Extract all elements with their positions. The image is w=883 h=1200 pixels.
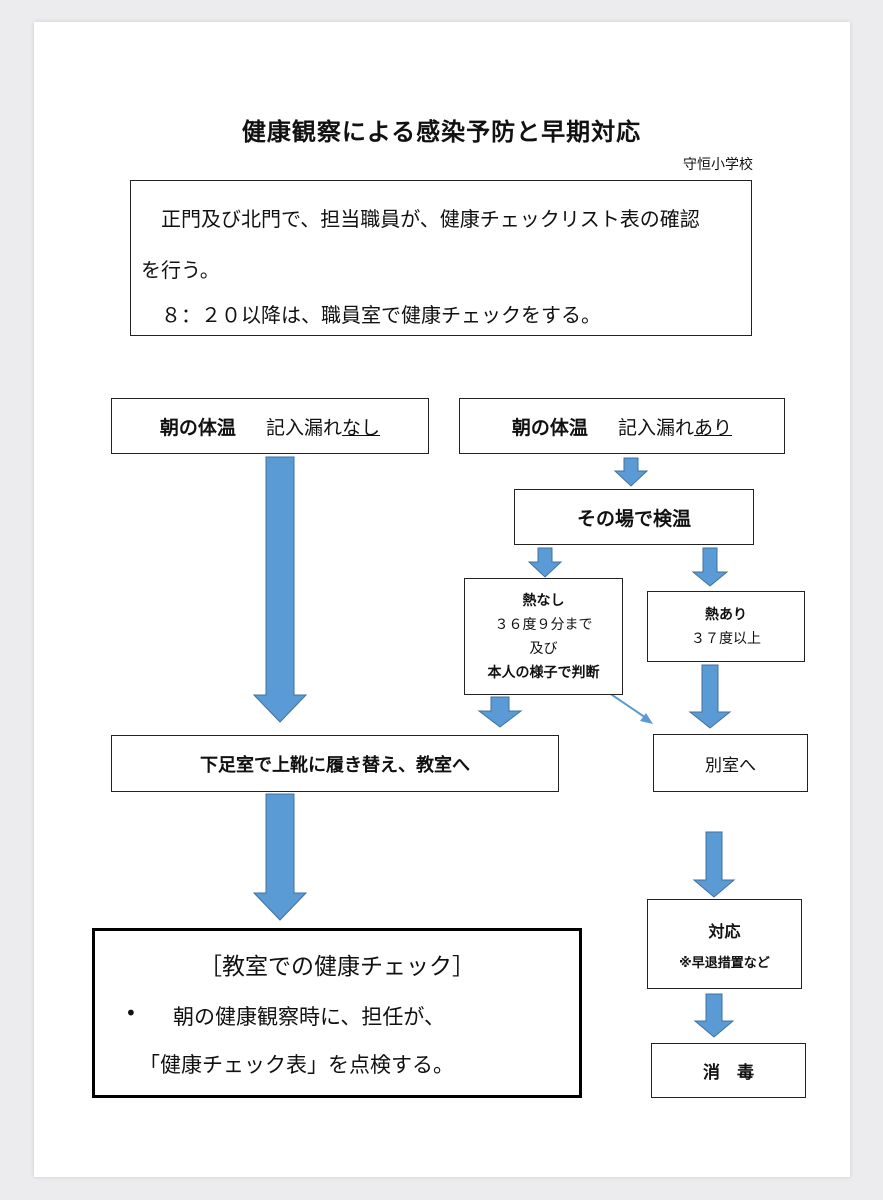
no-fever-title: 熱なし (522, 592, 565, 609)
no-fever-line3: 本人の様子で判断 (487, 664, 600, 681)
response-title: 対応 (708, 921, 741, 941)
box-classroom-check: ［教室での健康チェック］ • 朝の健康観察時に、担任が、 「健康チェック表」を点… (92, 928, 582, 1098)
box-no-fever: 熱なし ３６度９分まで 及び 本人の様子で判断 (464, 578, 623, 695)
box-temp-check: その場で検温 (514, 489, 754, 545)
response-note: ※早退措置など (679, 955, 770, 971)
left-top-sub: 記入漏れ (266, 416, 343, 439)
arrow-left-long (252, 456, 308, 723)
fever-title: 熱あり (705, 606, 747, 623)
arrow-left-second (252, 793, 308, 921)
arrow-room-down (692, 831, 736, 898)
right-top-flag: あり (694, 416, 733, 439)
intro-line-2: を行う。 (141, 258, 220, 282)
intro-line-1: 正門及び北門で、担当職員が、健康チェックリスト表の確認 (141, 207, 700, 231)
box-disinfect: 消 毒 (651, 1043, 806, 1098)
arrow-fever-down (688, 664, 732, 729)
box-fever: 熱あり ３７度以上 (647, 591, 805, 662)
box-temp-recorded: 朝の体温 記入漏れなし (111, 398, 429, 454)
right-top-sub: 記入漏れ (618, 416, 695, 439)
no-fever-line1: ３６度９分まで (494, 616, 593, 633)
box-response: 対応 ※早退措置など (647, 899, 802, 989)
classroom-check-heading: ［教室での健康チェック］ (199, 954, 475, 980)
classroom-check-bullet: • (125, 1001, 137, 1025)
right-top-label: 朝の体温 (511, 416, 588, 439)
document-title: 健康観察による感染予防と早期対応 (241, 118, 642, 146)
school-name: 守恒小学校 (683, 157, 753, 173)
left-top-flag: なし (342, 416, 381, 439)
arrow-to-fever (691, 547, 729, 587)
no-fever-line2: 及び (529, 640, 558, 657)
classroom-check-line2: 「健康チェック表」を点検する。 (139, 1053, 454, 1077)
left-top-label: 朝の体温 (159, 416, 236, 439)
box-change-shoes: 下足室で上靴に履き替え、教室へ (111, 735, 559, 792)
classroom-check-line1: 朝の健康観察時に、担任が、 (173, 1005, 445, 1029)
box-separate-room: 別室へ (653, 734, 808, 792)
intro-box: 正門及び北門で、担当職員が、健康チェックリスト表の確認 を行う。 ８：２０以降は… (130, 180, 752, 336)
arrow-right-top (613, 457, 649, 487)
arrow-to-no-fever (527, 547, 563, 578)
box-temp-missing: 朝の体温 記入漏れあり (459, 398, 785, 454)
intro-line-3: ８：２０以降は、職員室で健康チェックをする。 (141, 303, 601, 327)
arrow-no-fever-down (477, 696, 523, 728)
fever-line1: ３７度以上 (691, 630, 761, 647)
arrow-response-down (693, 993, 735, 1038)
arrow-diagonal-head (640, 713, 653, 724)
